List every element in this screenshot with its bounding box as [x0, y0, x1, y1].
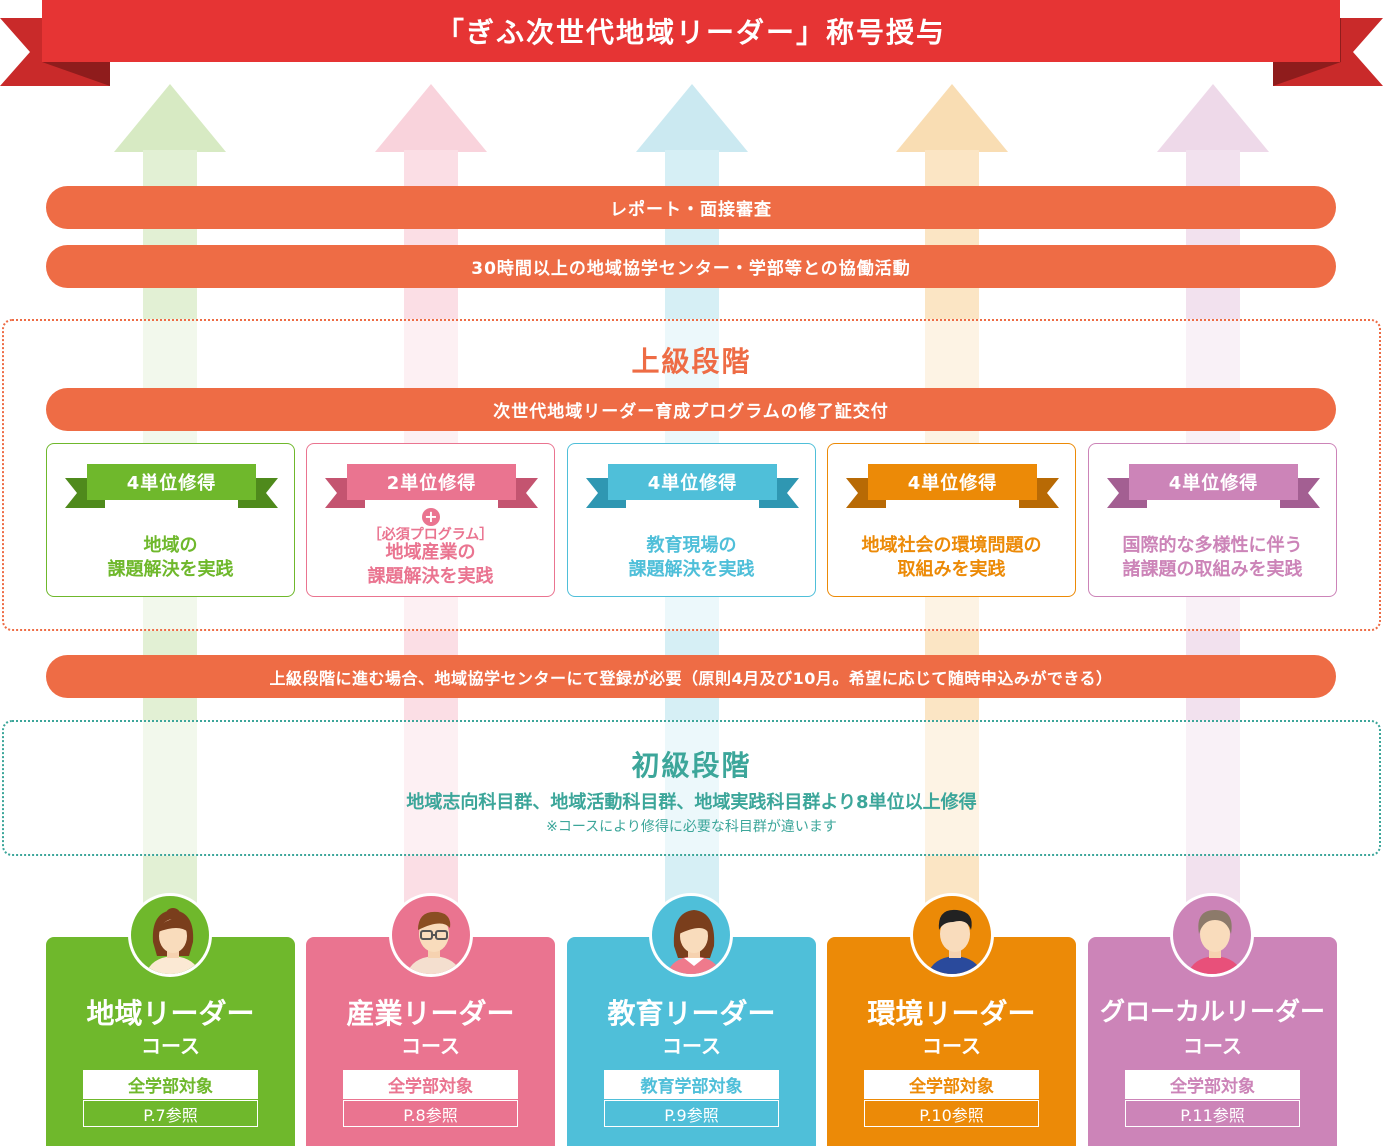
bar-certificate-text: 次世代地域リーダー育成プログラムの修了証交付: [493, 402, 889, 422]
award-title: 「ぎふ次世代地域リーダー」称号授与: [435, 16, 946, 49]
man-glasses-icon: [389, 893, 473, 977]
card-line1: 地域産業の: [385, 542, 476, 563]
card-line1: 地域の: [143, 535, 198, 556]
course-target: 全学部対象: [1125, 1070, 1300, 1099]
man-icon: [910, 893, 994, 977]
beginner-requirement: 地域志向科目群、地域活動科目群、地域実践科目群より8単位以上修得: [406, 792, 977, 813]
course-name: グローカルリーダー: [1099, 997, 1325, 1026]
course-name: 地域リーダー: [86, 997, 255, 1030]
bar-activity: 30時間以上の地域協学センター・学部等との協働活動: [46, 245, 1336, 288]
person-icon: [1170, 893, 1254, 977]
card-line2: 課題解決を実践: [367, 566, 494, 587]
award-banner: 「ぎふ次世代地域リーダー」称号授与: [42, 0, 1340, 62]
woman-icon: [649, 893, 733, 977]
course-target: 全学部対象: [864, 1070, 1039, 1099]
course-card-kankyo: 環境リーダー コース 全学部対象 P.10参照: [827, 937, 1076, 1146]
credit-badge: 4単位修得: [87, 464, 256, 500]
card-line2: 諸課題の取組みを実践: [1122, 559, 1303, 580]
course-sub: コース: [401, 1034, 460, 1058]
beginner-note: ※コースにより修得に必要な科目群が違います: [546, 819, 837, 835]
woman-icon: [128, 893, 212, 977]
bar-registration-text: 上級段階に進む場合、地域協学センターにて登録が必要（原則4月及び10月。希望に応…: [269, 668, 1113, 688]
course-sub: コース: [141, 1034, 200, 1058]
advanced-stage-title: 上級段階: [631, 345, 752, 378]
advanced-card-chiiki: 4単位修得 地域の 課題解決を実践: [46, 443, 295, 597]
course-sub: コース: [922, 1034, 981, 1058]
required-program-label: ［必須プログラム］: [367, 527, 494, 543]
course-name: 産業リーダー: [346, 997, 515, 1030]
course-ref-link[interactable]: P.11参照: [1125, 1100, 1300, 1127]
bar-review-text: レポート・面接審査: [610, 200, 772, 220]
course-target: 全学部対象: [83, 1070, 258, 1099]
bar-review: レポート・面接審査: [46, 186, 1336, 229]
course-ref-link[interactable]: P.7参照: [83, 1100, 258, 1127]
course-target: 全学部対象: [343, 1070, 518, 1099]
course-card-sangyo: 産業リーダー コース 全学部対象 P.8参照: [306, 937, 555, 1146]
course-name: 教育リーダー: [607, 997, 776, 1030]
course-sub: コース: [1183, 1034, 1242, 1058]
advanced-card-glocal: 4単位修得 国際的な多様性に伴う 諸課題の取組みを実践: [1088, 443, 1337, 597]
course-name: 環境リーダー: [867, 997, 1036, 1030]
card-line1: 国際的な多様性に伴う: [1122, 535, 1303, 556]
course-ref-link[interactable]: P.10参照: [864, 1100, 1039, 1127]
bar-activity-text: 30時間以上の地域協学センター・学部等との協働活動: [471, 259, 911, 279]
advanced-card-sangyo: 2単位修得 + ［必須プログラム］ 地域産業の 課題解決を実践: [306, 443, 555, 597]
beginner-stage-title: 初級段階: [631, 749, 752, 782]
credit-badge: 4単位修得: [1129, 464, 1298, 500]
advanced-card-kyoiku: 4単位修得 教育現場の 課題解決を実践: [567, 443, 816, 597]
card-line2: 課題解決を実践: [628, 559, 755, 580]
credit-badge: 4単位修得: [608, 464, 777, 500]
plus-icon: +: [422, 508, 440, 526]
course-ref-link[interactable]: P.9参照: [604, 1100, 779, 1127]
credit-badge: 4単位修得: [868, 464, 1037, 500]
course-sub: コース: [662, 1034, 721, 1058]
course-ref-link[interactable]: P.8参照: [343, 1100, 518, 1127]
course-target: 教育学部対象: [604, 1070, 779, 1099]
card-line1: 地域社会の環境問題の: [861, 535, 1042, 556]
credit-badge: 2単位修得: [347, 464, 516, 500]
card-line2: 取組みを実践: [897, 559, 1006, 580]
card-line2: 課題解決を実践: [107, 559, 234, 580]
beginner-stage-box: [2, 720, 1381, 856]
advanced-card-kankyo: 4単位修得 地域社会の環境問題の 取組みを実践: [827, 443, 1076, 597]
card-line1: 教育現場の: [646, 535, 737, 556]
bar-registration: 上級段階に進む場合、地域協学センターにて登録が必要（原則4月及び10月。希望に応…: [46, 655, 1336, 698]
bar-certificate: 次世代地域リーダー育成プログラムの修了証交付: [46, 388, 1336, 431]
